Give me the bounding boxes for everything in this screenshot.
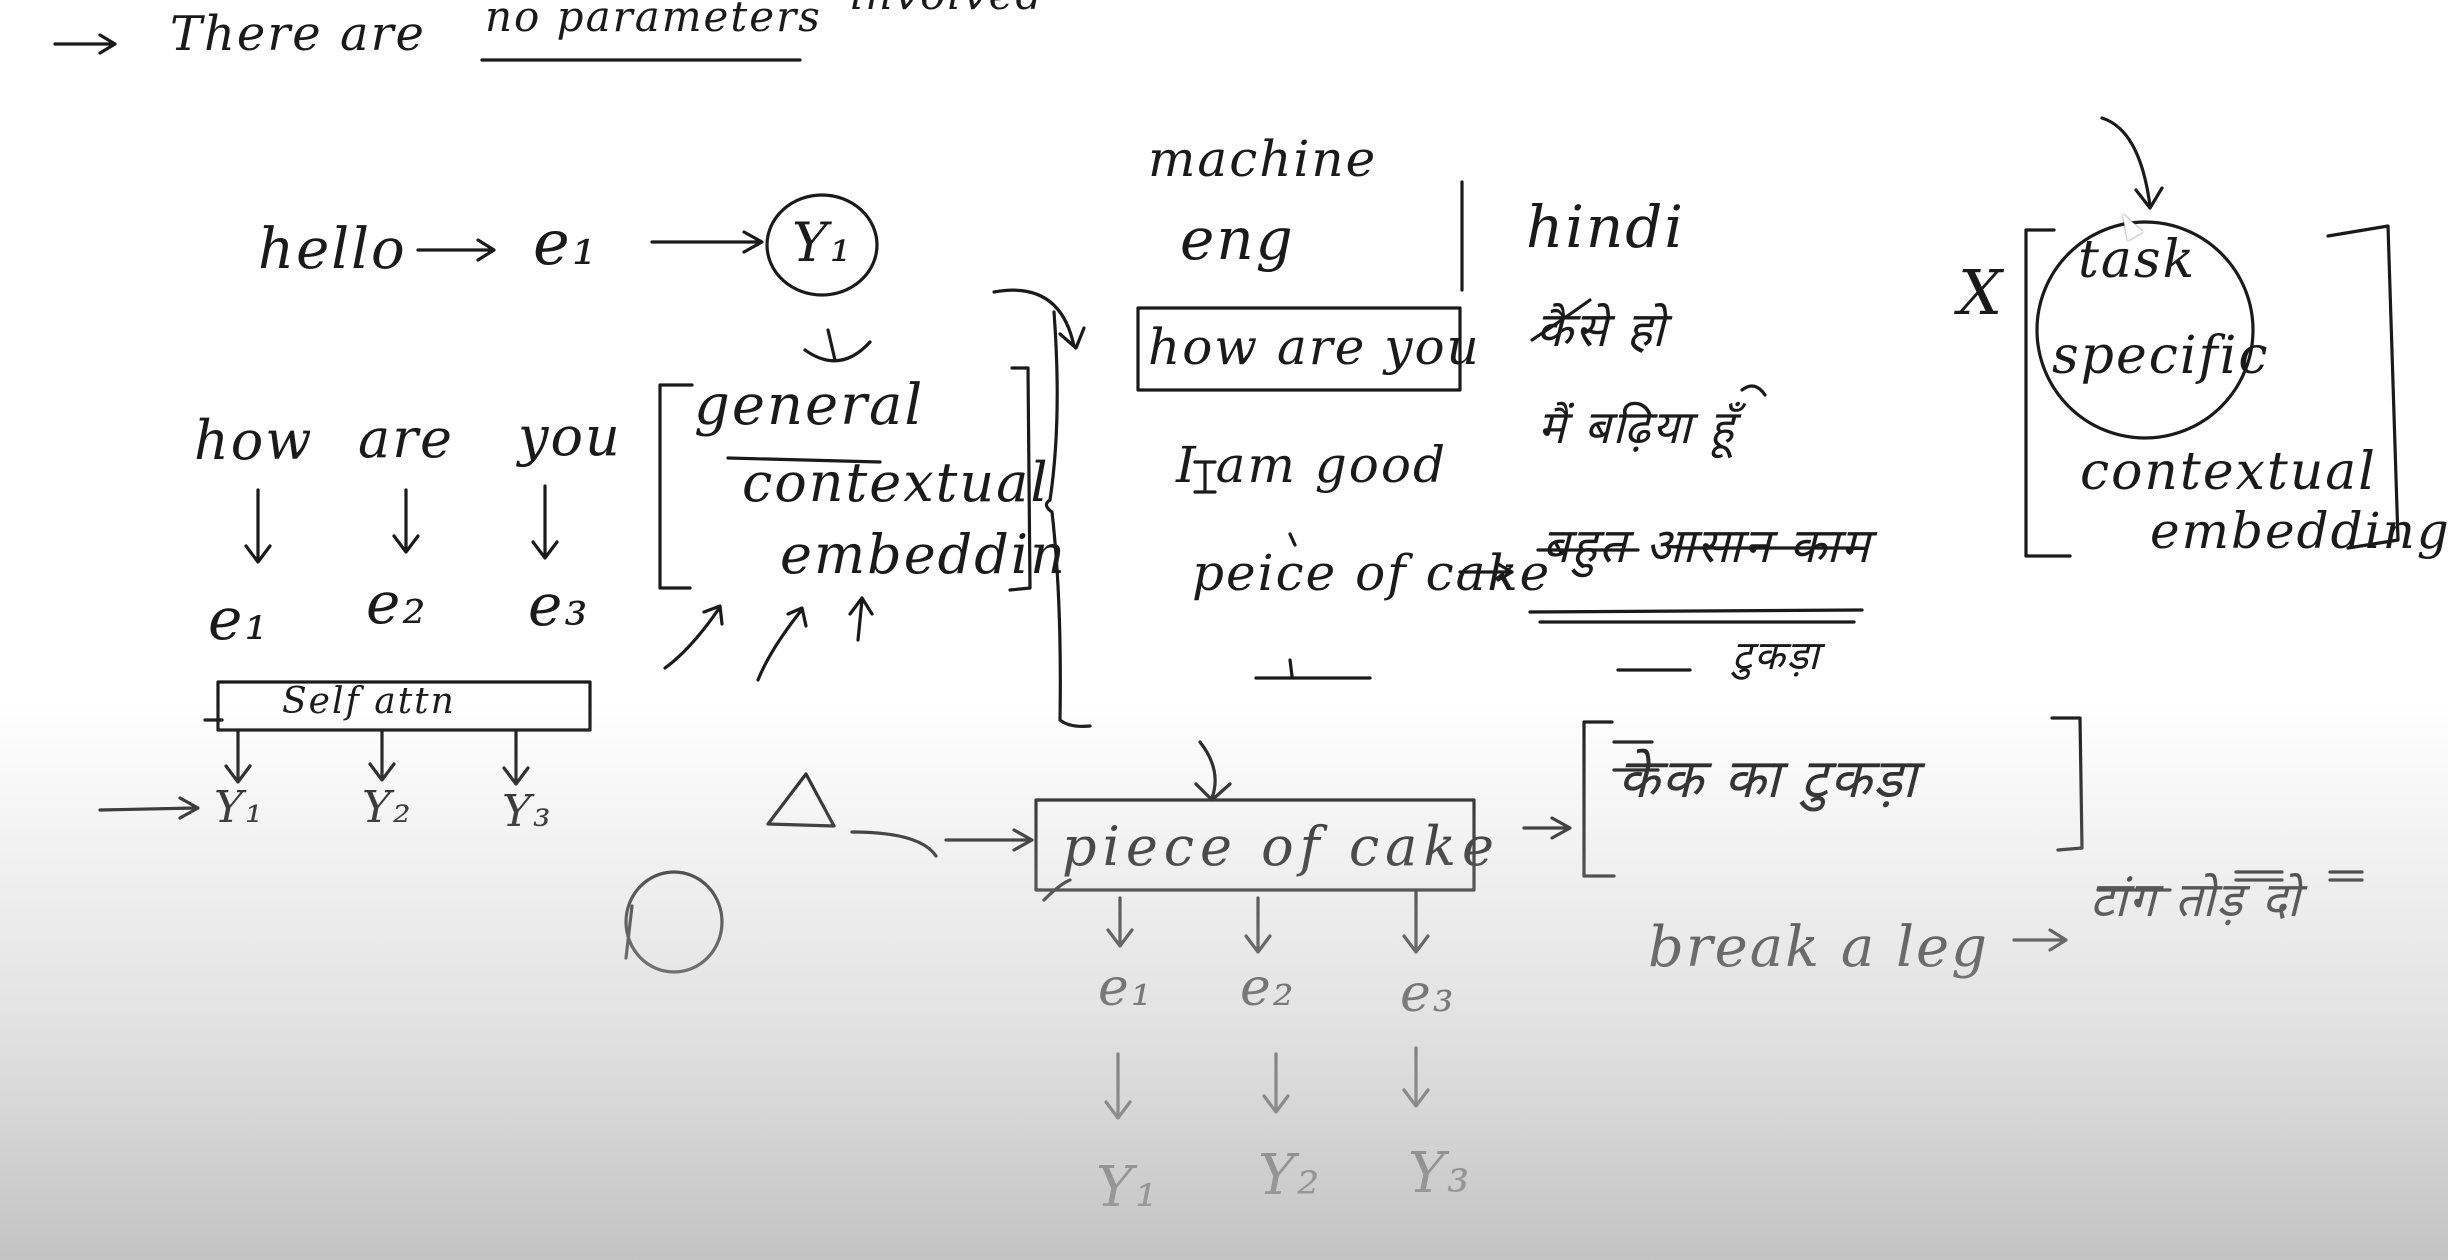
idiom-underline-1	[1528, 608, 1864, 614]
literal-bracket-right	[2050, 716, 2084, 852]
label-e2: e₂	[366, 569, 428, 637]
how-are-you-box	[1136, 306, 1462, 392]
label-e3: e₃	[528, 571, 590, 639]
arrow-hello-e1	[416, 238, 496, 262]
task-circle	[2035, 220, 2255, 440]
y1-circle	[765, 193, 879, 297]
task-bracket-right	[2326, 224, 2400, 550]
label-y1-circle: Y₁	[792, 211, 854, 274]
header-underlined-phrase: no parameters	[485, 0, 822, 41]
bottom-y3: Y₃	[1408, 1141, 1472, 1206]
small-stroke-under-circle	[803, 328, 872, 363]
label-e1-top: e₁	[533, 206, 599, 279]
kaise-ho-text: कैसे हो	[1536, 302, 1667, 358]
eng-label: eng	[1180, 205, 1295, 273]
piece-of-cake-box	[1034, 798, 1476, 892]
kaise-strike	[1530, 298, 1592, 342]
hindi-label: hindi	[1526, 193, 1685, 261]
specific-label: specific	[2052, 326, 2270, 386]
task-bracket-left	[2024, 228, 2072, 558]
circle-shape	[624, 870, 724, 974]
break-a-leg-text: break a leg	[1648, 915, 1989, 980]
hindi-literal-text: केक का टुकड़ा	[1618, 747, 1919, 810]
machine-label: machine	[1148, 130, 1378, 188]
label-y3-bottom: Y₃	[502, 786, 553, 837]
word-you: you	[518, 405, 622, 468]
word-how: how	[194, 409, 314, 472]
literal-bracket-left	[1582, 720, 1616, 878]
word-are: are	[358, 407, 454, 470]
arrow-are	[392, 488, 420, 554]
task-embeddings-label: embeddings	[2150, 502, 2448, 560]
triangle-shape	[766, 772, 836, 828]
header-prefix: There are	[170, 6, 426, 62]
arrow-into-circle	[2100, 116, 2164, 210]
bottom-e3: e₃	[1400, 964, 1456, 1024]
piece-of-cake-text: peice of cake	[1192, 544, 1552, 602]
general-bracket-right	[1008, 366, 1032, 592]
arrow-into-y1	[98, 796, 200, 820]
arrow-you	[531, 484, 559, 560]
arrow-to-literal	[1522, 816, 1572, 840]
bottom-e1: e₁	[1098, 958, 1154, 1018]
center-brace	[1044, 310, 1092, 728]
x-mark: X	[1958, 256, 2005, 329]
arrow-e1-y1	[650, 230, 764, 254]
label-e1: e₁	[208, 585, 270, 653]
label-y1-bottom: Y₁	[214, 782, 265, 833]
how-are-you-text: how are you	[1148, 318, 1481, 376]
header-suffix: involved	[850, 0, 1044, 16]
break-a-leg-hindi-text: टांग तोड़ दो	[2090, 872, 2302, 928]
arrow-down-to-cake-box	[1194, 740, 1232, 802]
general-label: general	[694, 373, 925, 438]
header-arrow	[53, 33, 117, 55]
hindi-idiom-text: बहुत आसान काम	[1542, 518, 1872, 574]
task-label: task	[2078, 230, 2197, 290]
self-attention-label: Self attn	[282, 681, 456, 722]
arrow-break-a-leg	[2012, 928, 2068, 952]
task-contextual-label: contextual	[2080, 442, 2377, 502]
general-bracket-left	[658, 383, 694, 590]
arrow-to-cake-box	[850, 828, 1034, 858]
contextual-label: contextual	[742, 451, 1050, 514]
piece-of-cake-box-text: piece of cake	[1062, 815, 1500, 878]
arrow-how	[244, 488, 272, 564]
hindi-small-text: टुकड़ा	[1732, 633, 1821, 679]
main-badhiya-text: मैं बढ़िया हूँ	[1538, 400, 1736, 454]
bottom-y1: Y₁	[1096, 1155, 1160, 1220]
label-y2-bottom: Y₂	[362, 782, 413, 833]
word-hello: hello	[258, 217, 407, 282]
bottom-e2: e₂	[1240, 958, 1296, 1018]
i-am-good-text: I am good	[1176, 436, 1447, 494]
embeddings-label: embeddin	[780, 523, 1067, 586]
self-attention-box	[216, 680, 592, 732]
bottom-y2: Y₂	[1258, 1143, 1322, 1208]
